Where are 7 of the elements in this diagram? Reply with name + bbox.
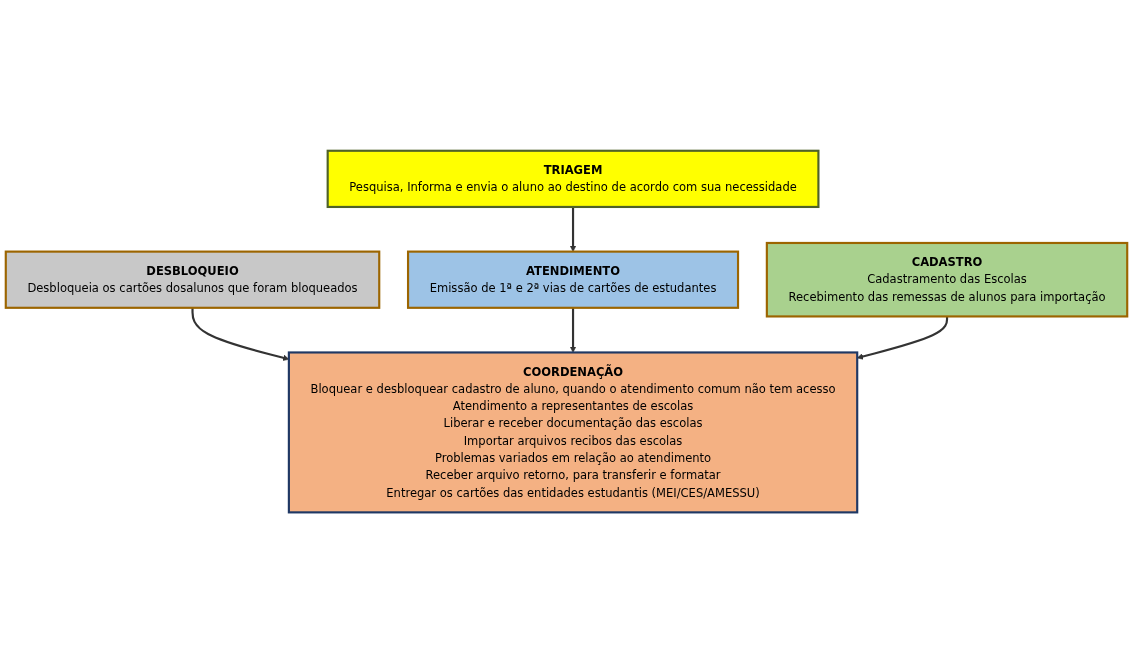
node-box: TRIAGEM Pesquisa, Informa e envia o aluno ao destino de acordo com sua necessidade — [326, 150, 820, 209]
arrow — [569, 207, 577, 253]
node-box: CADASTRO Cadastramento das Escolas Recebimento das remessas de alunos para importação — [765, 242, 1129, 318]
node-box: DESBLOQUEIO Desbloqueia os cartões dosalunos que foram bloqueados — [4, 250, 381, 310]
node-box: COORDENAÇÃO Bloquear e desbloquear cadastro de aluno, quando o atendimento comum não tem acesso Atendimento a representantes de escolas Liberar e receber documentação das escolas Importar arquivos recibos das escolas Problemas variados em relação ao atendimento Receber arquivo retorno, para transferir e formatar Entregar os cartões das entidades estudantis (MEI/CES/AMESSU) — [287, 351, 859, 514]
node-box: ATENDIMENTO Emissão de 1ª e 2ª vias de cartões de estudantes — [406, 250, 740, 310]
arrow — [856, 316, 949, 360]
